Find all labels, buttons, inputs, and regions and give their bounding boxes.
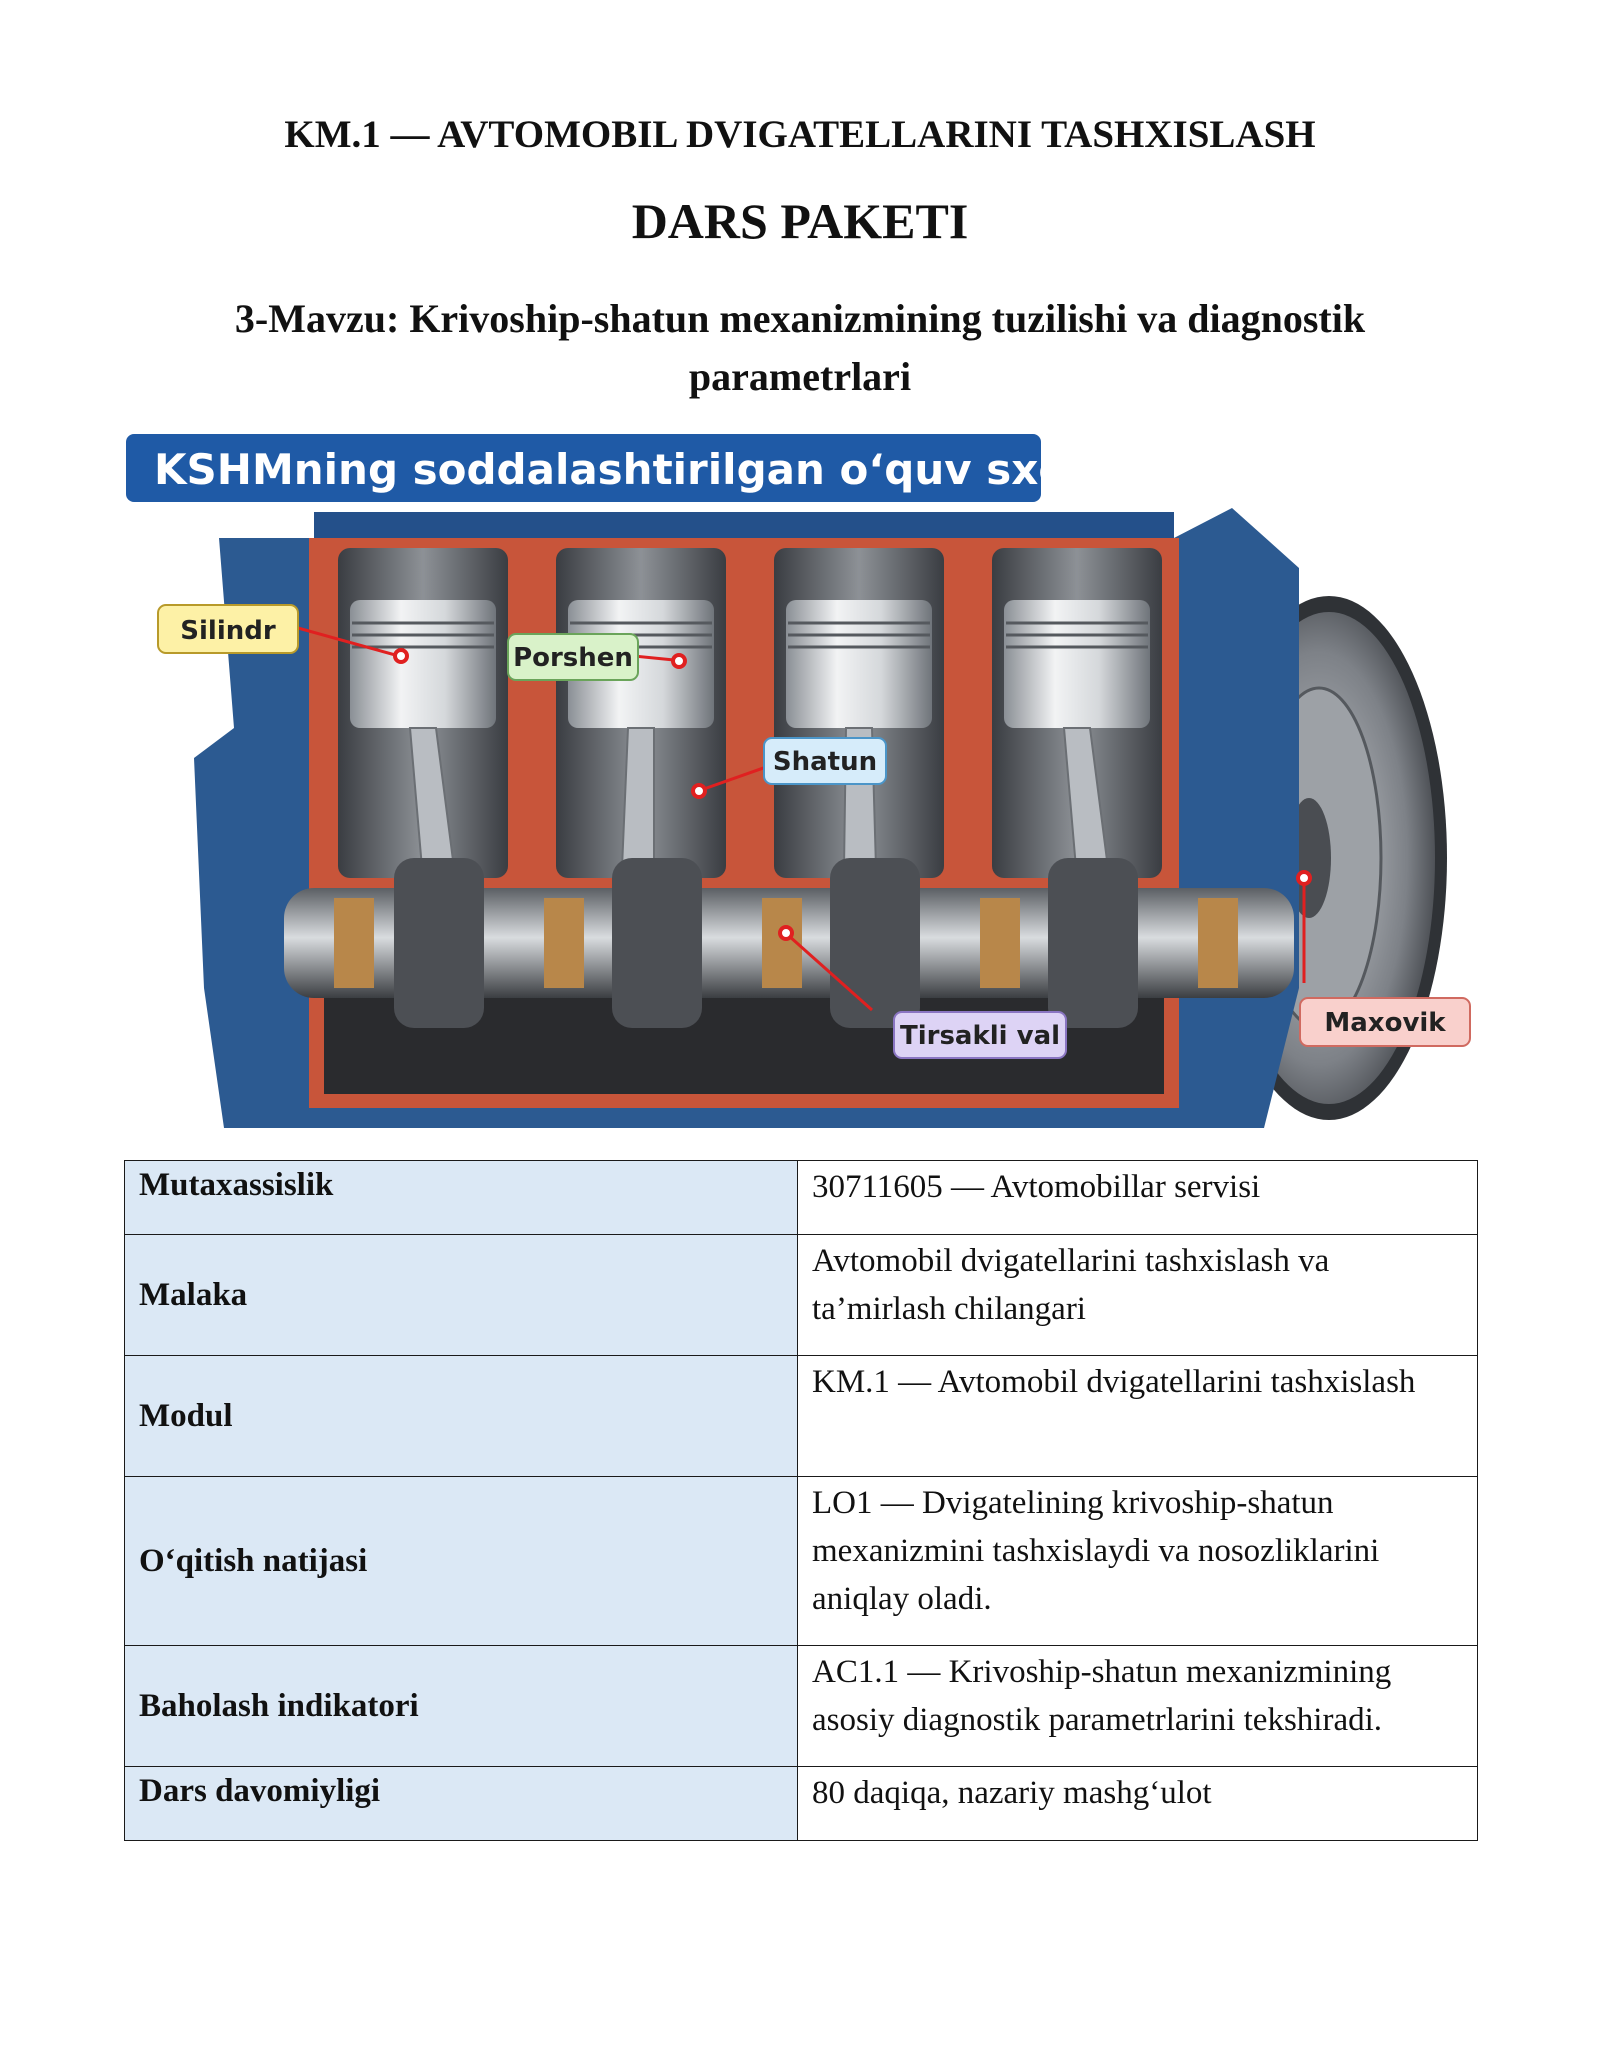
table-row: Dars davomiyligi 80 daqiqa, nazariy mash… (124, 1766, 1478, 1841)
row-value: 30711605 — Avtomobillar servisi (797, 1160, 1478, 1235)
svg-text:Porshen: Porshen (513, 643, 633, 673)
row-value: LO1 — Dvigatelining krivoship-shatun mex… (797, 1476, 1478, 1646)
svg-text:Shatun: Shatun (773, 747, 877, 777)
row-key: Modul (124, 1355, 798, 1477)
label-connecting-rod: Shatun (763, 737, 887, 785)
table-row: Mutaxassislik 30711605 — Avtomobillar se… (124, 1160, 1478, 1235)
row-key: Baholash indikatori (124, 1645, 798, 1767)
row-value: 80 daqiqa, nazariy mashg‘ulot (797, 1766, 1478, 1841)
row-key: Mutaxassislik (124, 1160, 798, 1235)
engine-diagram-figure: KSHMning soddalashtirilgan o‘quv sxemasi… (124, 428, 1478, 1130)
svg-text:Silindr: Silindr (180, 616, 276, 646)
row-value: AC1.1 — Krivoship-shatun mexanizmining a… (797, 1645, 1478, 1767)
topic-title: 3-Mavzu: Krivoship-shatun mexanizmining … (234, 296, 1366, 399)
table-row: Malaka Avtomobil dvigatellarini tashxisl… (124, 1234, 1478, 1356)
callout-lines (297, 626, 1306, 1012)
label-crankshaft: Tirsakli val (893, 1011, 1067, 1059)
crankshaft-shape (284, 858, 1294, 1028)
engine-diagram-illustration: KSHMning soddalashtirilgan o‘quv sxemasi… (126, 434, 1471, 1128)
row-key: Dars davomiyligi (124, 1766, 798, 1841)
banner-text: KSHMning soddalashtirilgan o‘quv sxemasi (154, 445, 1178, 494)
figure-banner: KSHMning soddalashtirilgan o‘quv sxemasi (126, 434, 1178, 502)
document-kicker: KM.1 — AVTOMOBIL DVIGATELLARINI TASHXISL… (284, 113, 1316, 156)
lesson-info-table: Mutaxassislik 30711605 — Avtomobillar se… (124, 1160, 1478, 1841)
table-row: Modul KM.1 — Avtomobil dvigatellarini ta… (124, 1355, 1478, 1477)
label-piston: Porshen (507, 633, 639, 681)
label-cylinder: Silindr (157, 604, 299, 654)
callout-points (393, 648, 1312, 941)
cylinder-bank (338, 548, 1162, 878)
row-value: KM.1 — Avtomobil dvigatellarini tashxisl… (797, 1355, 1478, 1477)
row-key: Malaka (124, 1234, 798, 1356)
row-value: Avtomobil dvigatellarini tashxislash va … (797, 1234, 1478, 1356)
document-title: DARS PAKETI (631, 193, 969, 249)
table-row: O‘qitish natijasi LO1 — Dvigatelining kr… (124, 1476, 1478, 1646)
row-key: O‘qitish natijasi (124, 1476, 798, 1646)
svg-text:Tirsakli val: Tirsakli val (900, 1021, 1060, 1051)
table-row: Baholash indikatori AC1.1 — Krivoship-sh… (124, 1645, 1478, 1767)
label-flywheel: Maxovik (1299, 997, 1471, 1047)
svg-text:Maxovik: Maxovik (1324, 1008, 1446, 1038)
